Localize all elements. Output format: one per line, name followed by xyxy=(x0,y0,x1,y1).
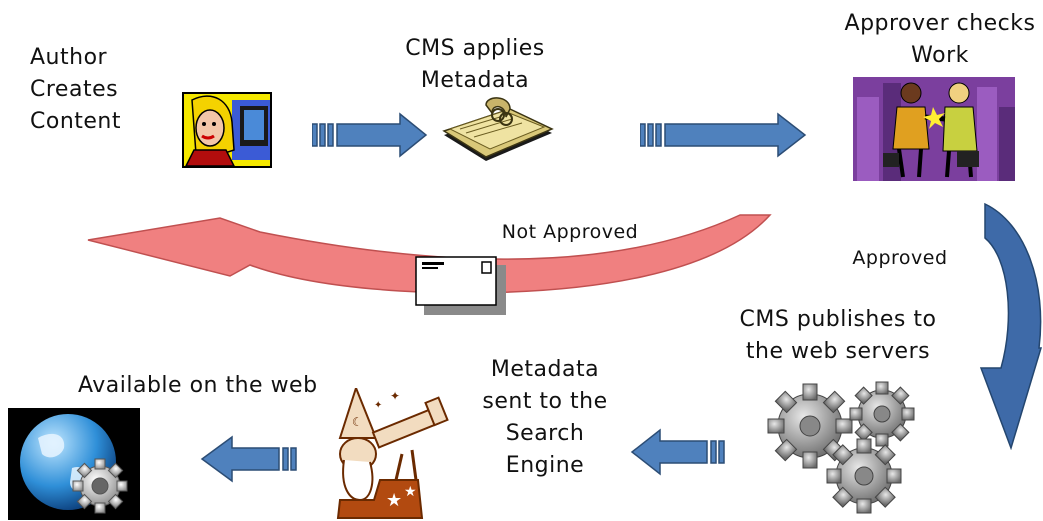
svg-text:✦: ✦ xyxy=(374,400,382,411)
available-step-label: Available on the web xyxy=(78,373,318,398)
woman-at-computer-clipart xyxy=(182,92,272,168)
handshake-clipart xyxy=(853,77,1015,181)
flow-arrow-search-to-web xyxy=(200,435,297,483)
not-approved-label: Not Approved xyxy=(501,221,639,243)
approved-arrow xyxy=(979,202,1043,450)
publish-step-label: CMS publishes to the web servers xyxy=(739,307,937,364)
search-step-label: Metadata sent to the Search Engine xyxy=(482,357,608,478)
flow-arrow-cms-to-approver xyxy=(640,112,807,158)
wizard-telescope-clipart: ☾ ★ ★ ✦ ✦ xyxy=(336,388,449,519)
approver-step-label: Approver checks Work xyxy=(844,11,1036,68)
envelope-icon xyxy=(415,256,506,315)
metadata-binder-clipart xyxy=(442,97,554,161)
globe-gear-icon xyxy=(8,408,140,520)
approved-label: Approved xyxy=(852,247,948,269)
flow-arrow-publish-to-search xyxy=(630,428,725,476)
author-step-label: Author Creates Content xyxy=(30,45,121,134)
gears-clipart xyxy=(767,381,915,514)
cms-metadata-step-label: CMS applies Metadata xyxy=(405,36,545,93)
svg-text:☾: ☾ xyxy=(352,415,363,429)
flow-arrow-author-to-cms xyxy=(312,112,428,158)
svg-text:✦: ✦ xyxy=(390,389,400,403)
svg-text:★: ★ xyxy=(386,490,402,511)
svg-text:★: ★ xyxy=(404,484,417,500)
